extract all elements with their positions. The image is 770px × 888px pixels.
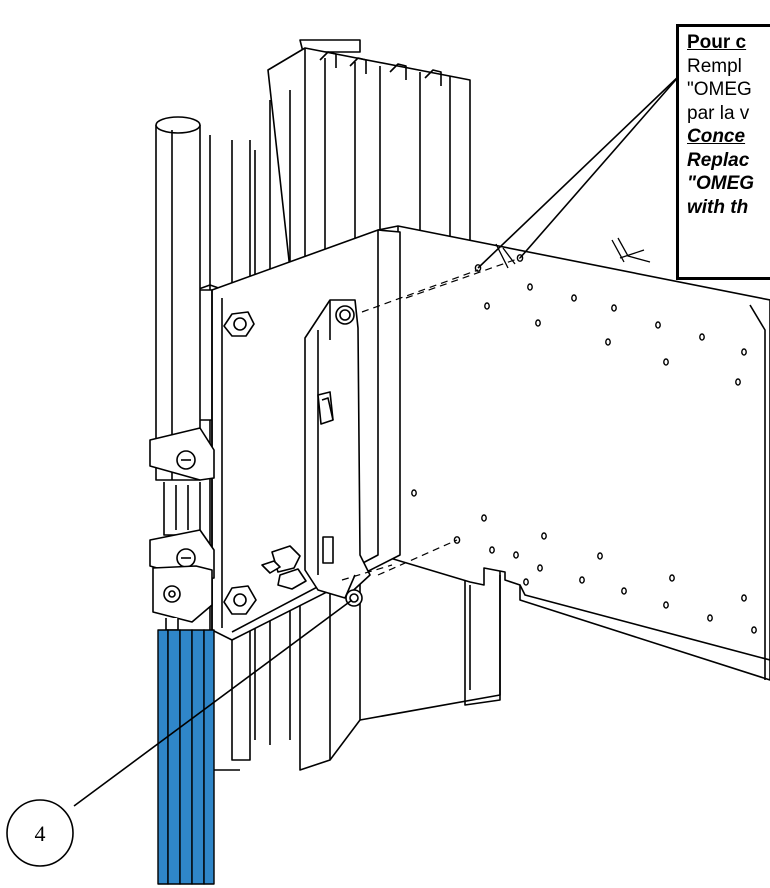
- callout-4: [6, 799, 74, 867]
- dashed-lines: [341, 257, 521, 581]
- note-line-3: "OMEG: [687, 79, 752, 100]
- bolt-top: [223, 305, 355, 337]
- panel-holes: [411, 254, 757, 634]
- rod: [155, 116, 201, 481]
- rod-clamp-lower: [149, 529, 215, 631]
- note-line-7: "OMEG: [687, 173, 755, 194]
- callout-number: 4: [35, 821, 46, 846]
- note-line-4: par la v: [687, 102, 750, 124]
- note-line-6: Replac: [687, 149, 750, 171]
- note-box: Pour c Rempl "OMEG par la v Conce Replac…: [676, 24, 770, 280]
- note-line-1: Pour c: [687, 32, 747, 53]
- bolt-bottom: [223, 585, 363, 615]
- note-line-5: Conce: [687, 126, 746, 147]
- clip-spring: [261, 545, 307, 590]
- bracket: [304, 299, 371, 599]
- blue-rods: [157, 629, 215, 885]
- rod-clamp-upper: [149, 427, 215, 536]
- note-line-8: with th: [687, 196, 749, 218]
- lower-profile: [299, 560, 501, 771]
- note-line-2: Rempl: [687, 55, 742, 77]
